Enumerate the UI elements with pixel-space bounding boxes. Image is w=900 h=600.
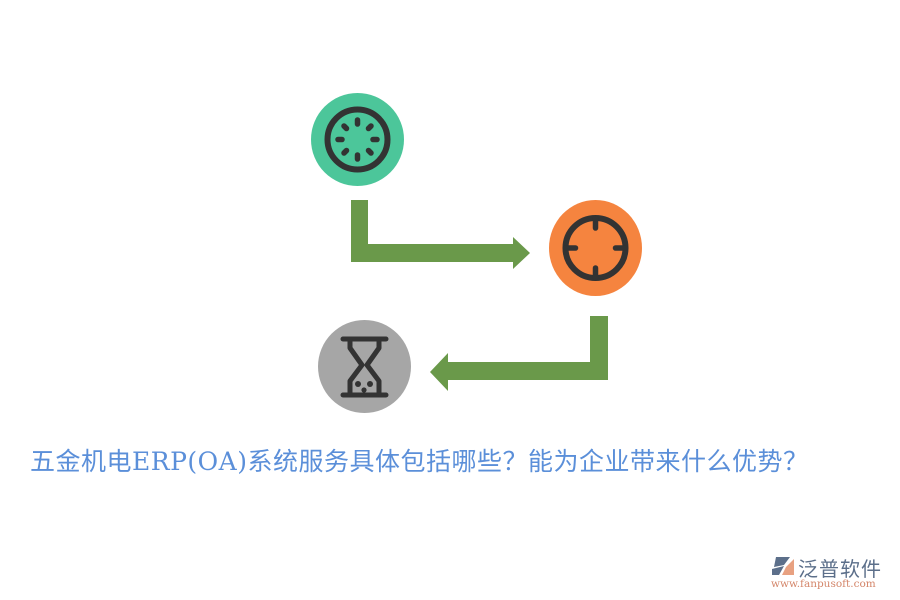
step-3-node — [318, 320, 411, 413]
arrow-step2-to-step3 — [430, 316, 608, 391]
step-1-node — [311, 93, 404, 186]
hourglass-icon — [340, 336, 389, 398]
step-2-node — [549, 200, 642, 296]
brand-logo: 泛普软件 www.fanpusoft.com — [770, 553, 895, 595]
fanpu-logo-icon — [772, 557, 794, 575]
loading-spinner-icon — [324, 106, 391, 173]
logo-name: 泛普软件 — [798, 557, 882, 581]
logo-url: www.fanpusoft.com — [771, 578, 876, 590]
crosshair-target-icon — [562, 215, 629, 281]
page-title: 五金机电ERP(OA)系统服务具体包括哪些？能为企业带来什么优势？ — [30, 447, 809, 476]
arrow-step1-to-step2 — [351, 200, 530, 269]
